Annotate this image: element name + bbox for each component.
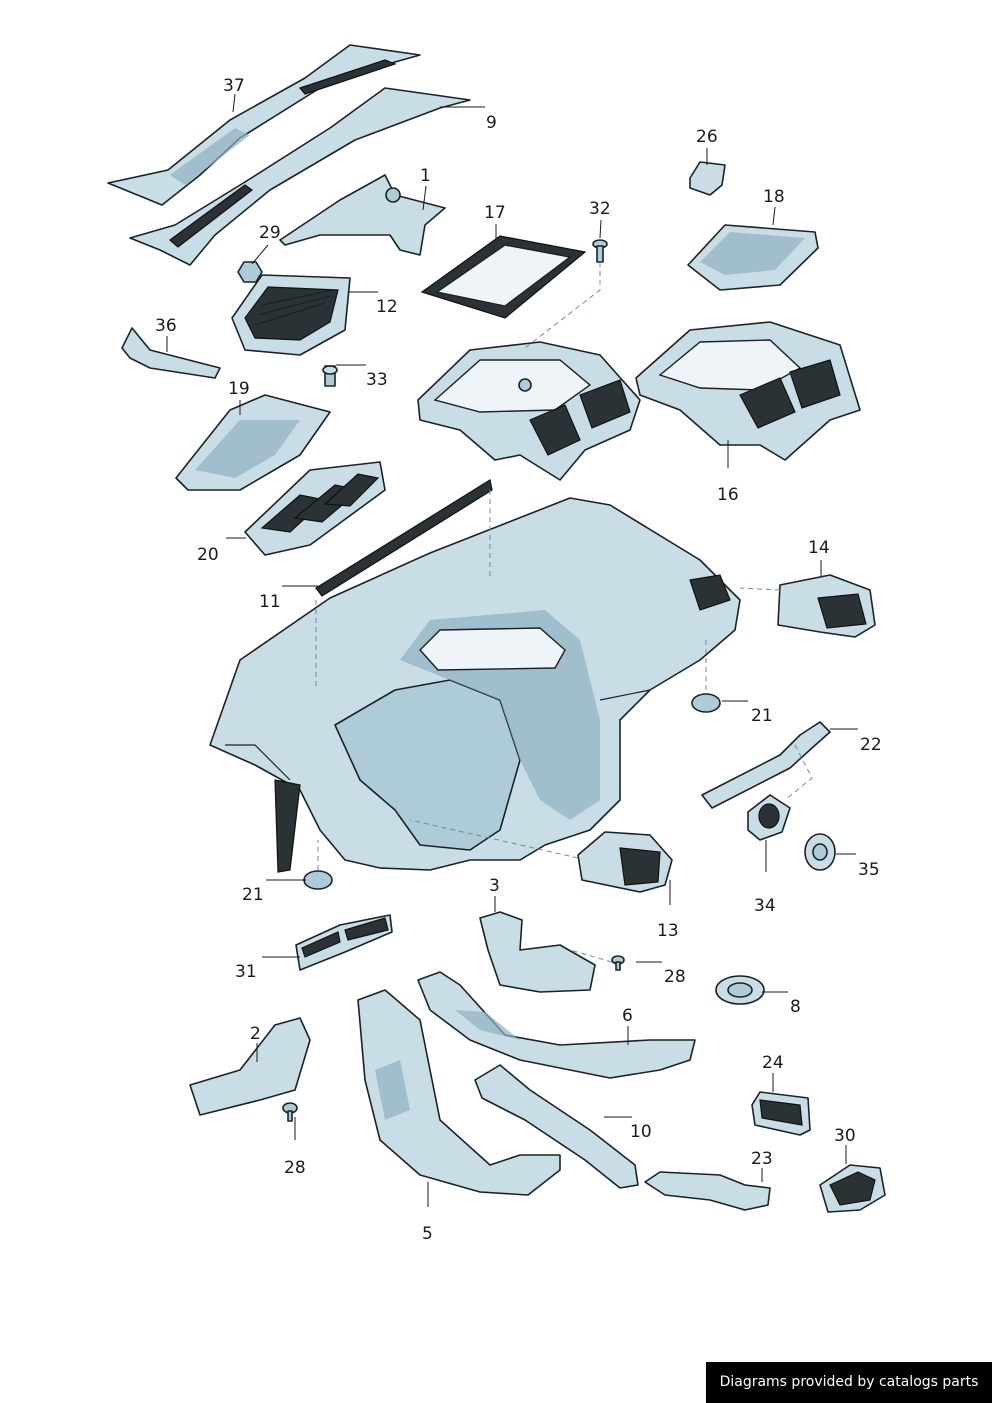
part-10-air-duct [474,1064,639,1189]
part-31-switch [295,914,393,971]
label-26: 26 [696,127,718,147]
label-12: 12 [376,297,398,317]
part-33-clip [322,365,338,387]
part-11-defrost-strip [315,479,493,597]
part-2-air-duct [189,1017,311,1116]
part-17-cover-pad [420,235,587,319]
part-8-grommet [715,975,765,1005]
label-1: 1 [420,166,431,186]
label-28-bottom: 28 [284,1158,306,1178]
part-5-floor-duct [357,989,561,1196]
label-13: 13 [657,921,679,941]
label-2: 2 [250,1024,261,1044]
part-20-switch-panel [244,461,386,556]
label-10: 10 [630,1122,652,1142]
part-13-center-vent [577,831,673,893]
part-19-tray [175,394,331,491]
label-5: 5 [422,1224,433,1244]
label-3: 3 [489,876,500,896]
label-29: 29 [259,223,281,243]
part-24-vent [751,1091,811,1136]
label-21-left: 21 [242,885,264,905]
part-36-bracket [121,327,221,379]
label-14: 14 [808,538,830,558]
part-23-air-duct [644,1171,771,1211]
assembly-dashed-lines [315,262,813,963]
label-21-right: 21 [751,706,773,726]
label-16: 16 [717,485,739,505]
part-29-nut [237,261,263,283]
label-31: 31 [235,962,257,982]
label-34: 34 [754,896,776,916]
label-9: 9 [486,113,497,133]
label-32: 32 [589,199,611,219]
label-11: 11 [259,592,281,612]
part-14-side-vent [777,574,876,638]
part-30-vent [819,1164,886,1213]
part-1-side-cover [279,174,446,256]
label-18: 18 [763,187,785,207]
part-34-vent-ring [747,794,791,841]
part-3-air-duct [479,911,596,993]
part-9-dash-top-trim [129,87,471,266]
part-22-air-tube [701,721,831,809]
part-32-screw [592,239,608,263]
part-26-clip [689,161,726,196]
label-35: 35 [858,860,880,880]
main-dashboard [209,497,741,873]
part-21-clip-left [303,870,333,890]
label-24: 24 [762,1053,784,1073]
label-19: 19 [228,379,250,399]
part-35-disc [804,833,836,871]
part-number-labels: 37 9 1 29 12 17 32 26 18 36 33 19 16 20 … [155,76,882,1244]
label-37: 37 [223,76,245,96]
leader-lines [166,93,858,1207]
label-28-top: 28 [664,967,686,987]
label-20: 20 [197,545,219,565]
label-30: 30 [834,1126,856,1146]
part-12-storage-tray [231,274,351,356]
part-28-screw-top [611,955,625,971]
label-36: 36 [155,316,177,336]
part-21-clip-right [691,693,721,713]
part-37-windscreen-trim [107,44,421,206]
label-23: 23 [751,1149,773,1169]
part-18-control-unit [687,224,819,291]
label-17: 17 [484,203,506,223]
credit-banner[interactable]: Diagrams provided by catalogs parts [706,1362,992,1403]
part-6-air-duct [417,971,696,1079]
label-22: 22 [860,735,882,755]
part-28-screw-bottom [282,1102,298,1122]
label-33: 33 [366,370,388,390]
part-center-vent-frame [417,341,641,481]
label-6: 6 [622,1006,633,1026]
label-8: 8 [790,997,801,1017]
part-16-vent-housing [635,321,861,461]
